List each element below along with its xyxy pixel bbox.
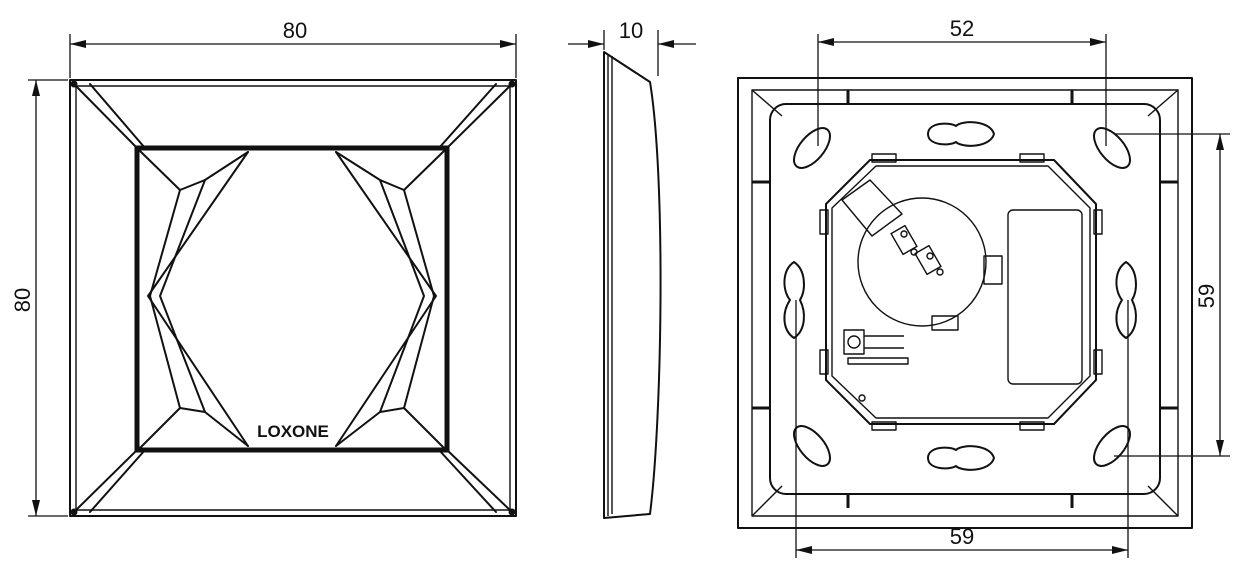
back-frame-inner — [751, 89, 1179, 517]
front-inner-panel — [134, 145, 450, 453]
back-vertical-dimension: 59 — [1114, 133, 1230, 457]
front-corner-dot — [508, 80, 516, 88]
side-profile — [603, 51, 662, 519]
side-depth-label: 10 — [619, 18, 643, 43]
back-display-window — [1007, 209, 1083, 385]
back-bottom-spacing-label: 59 — [950, 524, 974, 549]
back-electronics-module — [825, 159, 1097, 425]
front-corner-dot — [70, 508, 78, 516]
front-height-dimension: 80 — [10, 79, 68, 517]
back-mounting-plate — [769, 103, 1161, 495]
back-top-spacing-label: 52 — [950, 16, 974, 41]
back-top-dimension: 52 — [817, 16, 1107, 146]
back-mounting-slots — [783, 121, 1137, 471]
front-outer-frame-inner — [75, 85, 511, 511]
back-bevel-lines — [751, 89, 1179, 517]
front-bevel-lines — [73, 83, 513, 513]
back-round-connector — [841, 179, 1003, 331]
back-edge-ticks — [752, 90, 1178, 508]
side-view: 10 — [568, 18, 696, 519]
front-corner-dot — [508, 508, 516, 516]
front-height-label: 80 — [10, 288, 35, 312]
back-view: 52 59 59 — [737, 16, 1230, 558]
back-outer-frame — [737, 77, 1193, 529]
front-outer-frame — [69, 79, 517, 517]
front-width-dimension: 80 — [69, 18, 517, 78]
front-width-label: 80 — [283, 18, 307, 43]
front-corner-dot — [70, 80, 78, 88]
back-terminal-block — [843, 329, 909, 402]
back-vertical-spacing-label: 59 — [1194, 284, 1219, 308]
front-view: LOXONE 80 80 — [10, 18, 517, 517]
front-logo-text: LOXONE — [257, 422, 329, 441]
back-module-clips — [819, 153, 1103, 431]
back-bottom-dimension: 59 — [795, 300, 1129, 558]
side-depth-dimension: 10 — [568, 18, 696, 76]
front-facet-pattern — [139, 150, 445, 449]
